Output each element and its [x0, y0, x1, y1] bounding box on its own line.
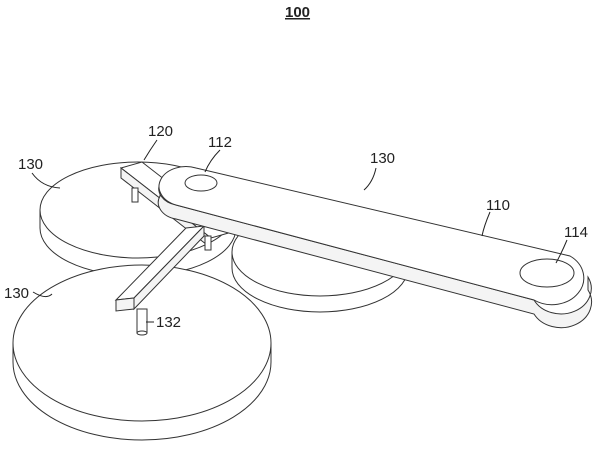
end-hole [519, 258, 575, 288]
leader-lines [31, 139, 568, 323]
disc-lower-left [12, 264, 272, 441]
figure-number: 100 [285, 4, 310, 21]
label-disc-right: 130 [370, 150, 395, 167]
arm [157, 166, 593, 329]
label-disc-lower-left: 130 [4, 285, 29, 302]
label-end-hole: 114 [564, 224, 588, 241]
label-pivot-hole: 112 [208, 134, 232, 151]
pivot-hole [184, 174, 218, 192]
label-peg: 132 [156, 314, 181, 331]
label-disc-upper-left: 130 [18, 156, 43, 173]
peg [136, 308, 148, 336]
label-bracket: 120 [148, 123, 173, 140]
label-arm: 110 [486, 197, 510, 214]
